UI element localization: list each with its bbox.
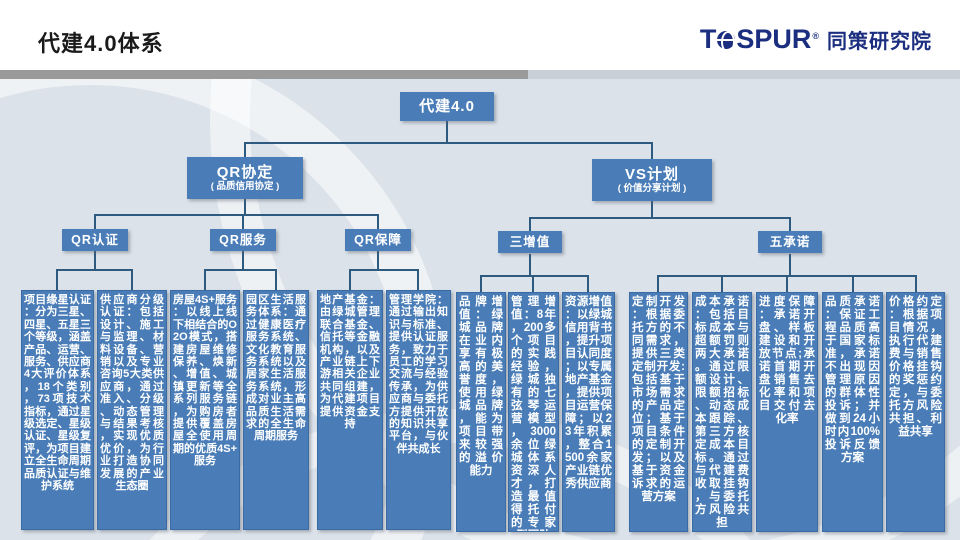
branch-subtitle: ( 价值分享计划 ): [617, 182, 687, 194]
registered-mark: ®: [812, 30, 819, 41]
leaf-real-estate-fund: 地产基金：由绿城管理联合基金、信托等金融机构，以及产业链上下游相关企业共同组建，…: [317, 290, 383, 530]
leaf-customized-development: 定制开发：根据委托方的不同需求，提供三类定制开发:包括基于市场需求的产品定位；基…: [629, 292, 688, 532]
leaf-resource-value-add: 资源增值：以绿城信用背书，提升项目认同度；以专属地产基金，提供项目运营保障；以2…: [562, 292, 615, 532]
leaf-cost-commitment: 成本承诺：包括目标成本与超额罚则两大承诺。通过限额设计、限额招标、动态成本跟踪、…: [692, 292, 752, 532]
brand-letter-t: T: [699, 24, 717, 54]
tospur-logo: T SPUR ® 同策研究院: [700, 24, 932, 55]
branch-subtitle: ( 品质信用协定 ): [210, 180, 280, 192]
category-qr-guarantee: QR保障: [345, 229, 411, 251]
leaf-management-value-add: 管理增值：8年，200多个项目的实践经验，绿城独有的七弦琴运营模型，3000余位…: [508, 292, 559, 532]
leaf-project-star-certification: 项目缘星认证：分为三星、四星、五星三个等级，涵盖产品、运营、服务、供应商4大评价…: [21, 290, 94, 530]
leaf-management-academy: 管理学院：通过输出知识与标准、提供认证服务，致力于员工的学习交流与经验传承，为供…: [386, 290, 451, 530]
brand-wordmark: T SPUR: [700, 24, 812, 55]
globe-icon: [717, 30, 736, 53]
leaf-price-agreement: 价格约定：根据项目情况，执行代建费与销售价格挂钩的奖惩约定，与委托方风险共担、利…: [886, 292, 945, 532]
brand-letters-spur: SPUR: [736, 24, 812, 54]
connector-path: [56, 121, 917, 294]
leaf-schedule-guarantee: 进度保障：承诺开盘、样板建设和开放节点;承诺首期开盘销售去化率和项目交付去化率: [756, 292, 818, 532]
leaf-community-life-service: 园区生活服务体系：通过健康医疗服务系统、文化教育服务系统以及居家生活服务系统，形…: [243, 290, 309, 530]
leaf-supplier-grading-certification: 供应商分级认证：包括设计、施工与监理、材料设备、营销以及专业咨询5大类供应商，通…: [97, 290, 167, 530]
root-node: 代建4.0: [400, 92, 494, 121]
category-five-commitments: 五承诺: [758, 231, 822, 253]
category-qr-certification: QR认证: [62, 229, 128, 251]
category-qr-service: QR服务: [210, 229, 276, 251]
header-divider-bar: [0, 70, 960, 79]
branch-vs-plan: VS计划 ( 价值分享计划 ): [592, 159, 712, 201]
branch-label: QR协定: [216, 163, 274, 181]
leaf-housing-4s-service: 房屋4S+服务：以线上线下相结合的O2O模式，搭建房屋维修保养、焕新、增值、城镇…: [170, 290, 240, 530]
category-three-value-adds: 三增值: [498, 231, 562, 253]
leaf-quality-commitment: 品质承诺：保证工程品质高于国家标准，承诺不出现因管理原因的群体性投诉；并做到24…: [822, 292, 883, 532]
leaf-brand-value-add: 品牌增值：绿城品牌在业内享有极高的美誉度，使用绿城品牌，能为项目带来较强的溢价能…: [456, 292, 506, 532]
branch-qr-agreement: QR协定 ( 品质信用协定 ): [187, 157, 303, 199]
branch-label: VS计划: [624, 165, 679, 183]
page-title: 代建4.0体系: [38, 31, 164, 56]
institute-name: 同策研究院: [827, 31, 932, 53]
